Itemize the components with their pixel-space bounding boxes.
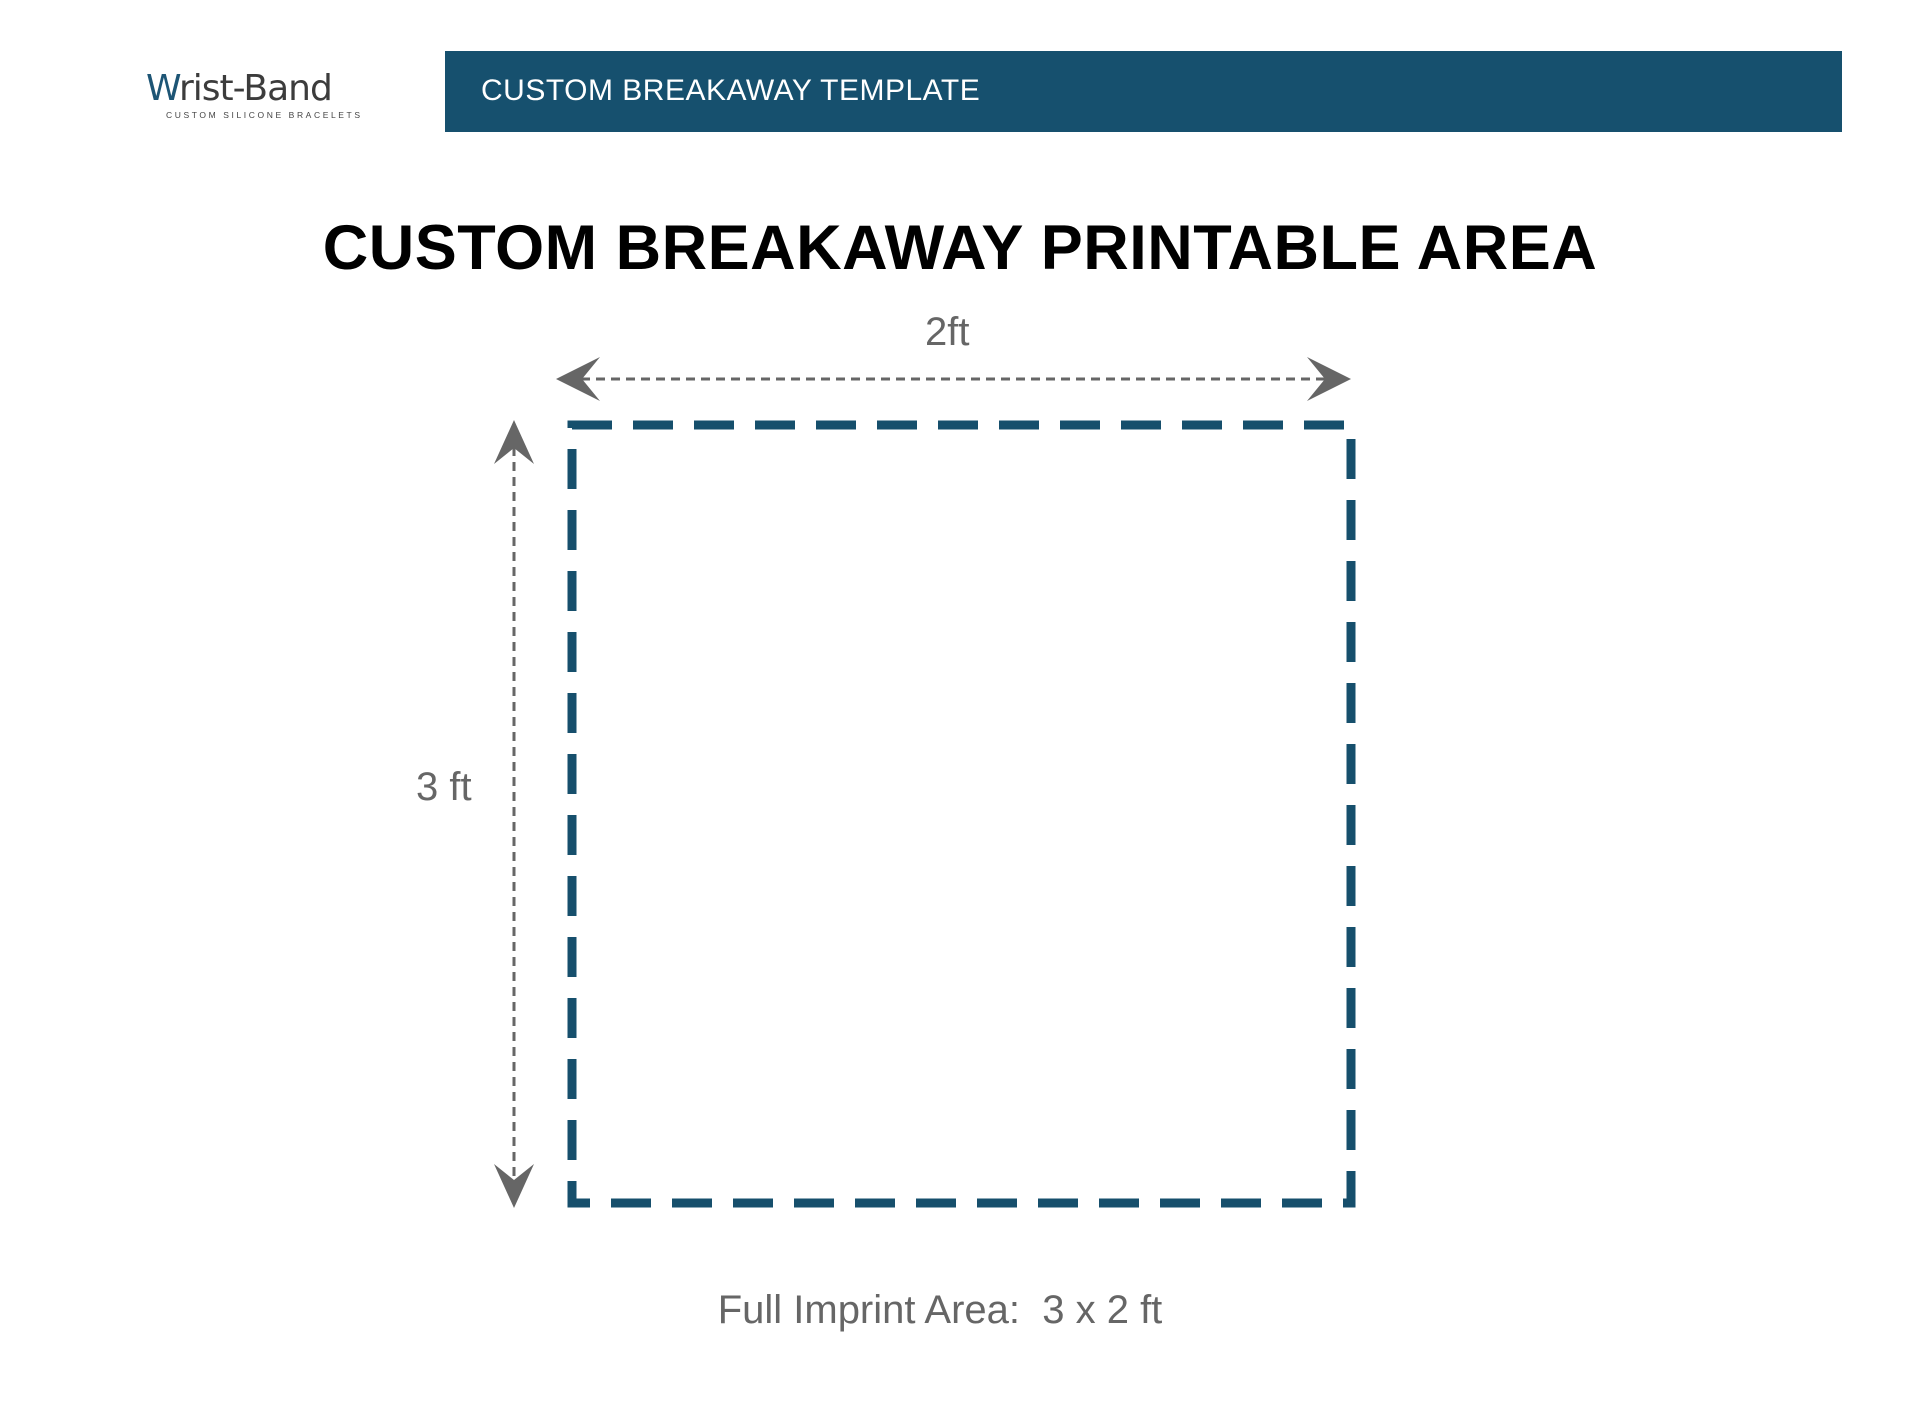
width-arrow	[556, 357, 1351, 401]
header-banner: CUSTOM BREAKAWAY TEMPLATE	[445, 51, 1842, 132]
logo-wordmark: Wrist-Band	[146, 68, 333, 109]
banner-title: CUSTOM BREAKAWAY TEMPLATE	[481, 74, 981, 107]
arrow-down-icon	[494, 1164, 534, 1208]
logo-tagline: CUSTOM SILICONE BRACELETS	[166, 110, 363, 120]
arrow-up-icon	[494, 420, 534, 464]
width-dimension-label: 2ft	[925, 310, 970, 354]
height-dimension-label: 3 ft	[416, 765, 472, 809]
height-arrow	[494, 420, 534, 1208]
imprint-area-caption: Full Imprint Area: 3 x 2 ft	[717, 1288, 1163, 1332]
page-title: CUSTOM BREAKAWAY PRINTABLE AREA	[322, 213, 1598, 283]
arrow-left-icon	[556, 357, 600, 401]
arrow-right-icon	[1307, 357, 1351, 401]
brand-logo: Wrist-Band CUSTOM SILICONE BRACELETS	[146, 68, 366, 128]
printable-area-box	[567, 420, 1356, 1208]
